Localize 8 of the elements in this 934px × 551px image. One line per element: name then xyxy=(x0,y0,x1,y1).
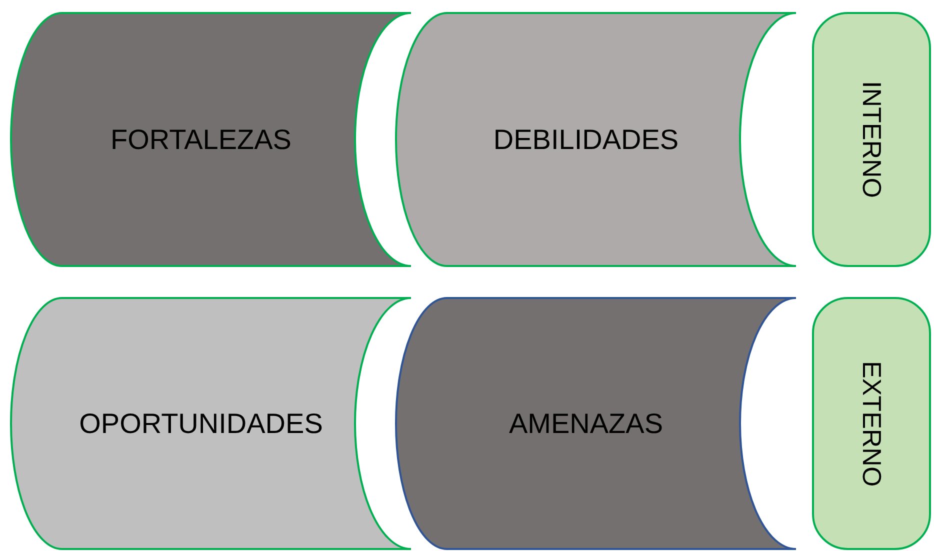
quadrant-label: DEBILIDADES xyxy=(493,122,679,156)
category-label: EXTERNO xyxy=(856,360,888,486)
category-label: INTERNO xyxy=(856,81,888,198)
quadrant-label: FORTALEZAS xyxy=(110,122,292,156)
quadrant-label: AMENAZAS xyxy=(508,406,664,440)
quadrant-label: OPORTUNIDADES xyxy=(79,406,323,440)
side-label-box xyxy=(812,12,931,267)
side-label-box xyxy=(812,297,931,550)
